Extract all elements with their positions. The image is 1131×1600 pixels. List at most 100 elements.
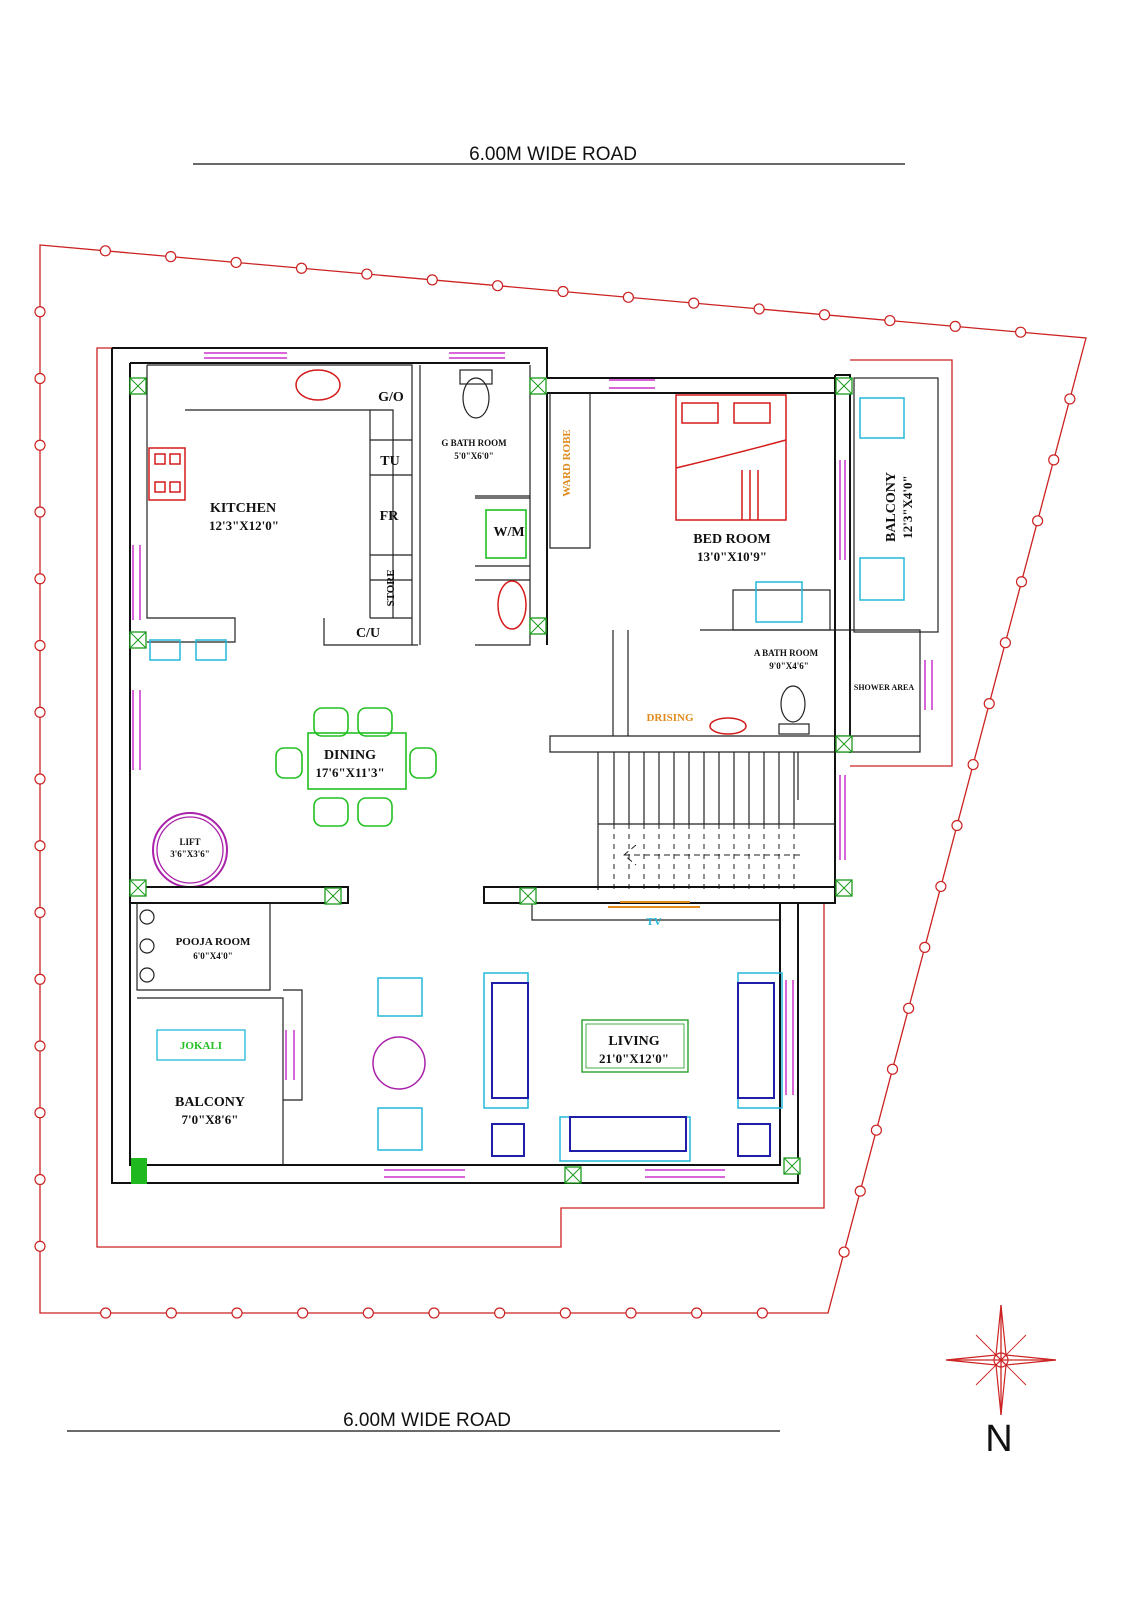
- boundary-peg: [362, 1307, 374, 1319]
- fr-label: FR: [380, 509, 400, 524]
- pooja-label: POOJA ROOM: [176, 936, 251, 948]
- boundary-peg: [34, 506, 46, 518]
- staircase: [597, 752, 835, 890]
- boundary-peg: [756, 1307, 768, 1319]
- boundary-peg: [99, 245, 111, 257]
- column-marker: [129, 631, 147, 649]
- dining-chair-icon: [275, 747, 303, 779]
- sink-icon: [295, 369, 341, 401]
- wm-label: W/M: [493, 525, 524, 540]
- boundary-pegs: [34, 245, 1076, 1319]
- boundary-peg: [1015, 326, 1027, 338]
- tv-icon: [608, 901, 700, 908]
- boundary-peg: [818, 309, 831, 321]
- bedroom-label: BED ROOM: [693, 532, 770, 547]
- coffee-table-icon: [372, 1036, 426, 1090]
- partition-wall: [130, 886, 836, 904]
- dining-table: [275, 707, 437, 827]
- column-marker: [529, 617, 547, 635]
- balcony-left: [137, 989, 303, 1165]
- sofa-right-icon: [737, 972, 783, 1109]
- bar-stools-icon: [149, 639, 227, 661]
- drising-label: DRISING: [646, 712, 694, 724]
- column-marker: [529, 377, 547, 395]
- shower-label: SHOWER AREA: [854, 683, 914, 692]
- corner-column-filled: [131, 1158, 147, 1184]
- boundary-peg: [999, 637, 1011, 649]
- dining-chair-icon: [313, 707, 349, 737]
- boundary-peg: [34, 973, 46, 985]
- boundary-peg: [884, 314, 896, 327]
- jokali-label: JOKALI: [180, 1040, 222, 1052]
- wardrobe-label: WARD ROBE: [561, 429, 573, 497]
- column-marker: [324, 887, 342, 905]
- setback-line-right: [850, 359, 953, 767]
- boundary-peg: [559, 1307, 571, 1319]
- structural-columns: [129, 377, 853, 1184]
- pooja-room: [136, 902, 280, 991]
- boundary-peg: [295, 262, 308, 274]
- dining-chair-icon: [357, 707, 393, 737]
- north-label: N: [985, 1418, 1012, 1460]
- boundary-peg: [34, 1107, 46, 1119]
- column-marker: [564, 1166, 582, 1184]
- boundary-peg: [983, 698, 995, 710]
- stair-direction-arrow: [623, 844, 800, 866]
- setback-line-left: [96, 347, 825, 1248]
- boundary-peg: [34, 773, 46, 785]
- living-label: LIVING: [608, 1034, 659, 1049]
- boundary-peg: [838, 1246, 850, 1258]
- boundary-peg: [34, 906, 46, 919]
- pooja-size: 6'0"X4'0": [193, 951, 233, 961]
- toilet-icon: [462, 377, 490, 419]
- column-marker: [129, 879, 147, 897]
- stove-icon: [148, 447, 186, 501]
- dining-size: 17'6"X11'3": [315, 765, 384, 780]
- washbasin-icon: [709, 717, 747, 735]
- lift-label: LIFT: [179, 837, 200, 847]
- boundary-peg: [34, 439, 46, 451]
- plot-boundary: [39, 244, 1087, 1314]
- road-label-top: 6.00M WIDE ROAD: [469, 144, 637, 165]
- sofa-bottom-icon: [559, 1116, 691, 1162]
- bathtub-icon: [497, 580, 527, 630]
- abath-label: A BATH ROOM: [754, 648, 819, 658]
- tu-label: TU: [380, 454, 399, 469]
- boundary-peg: [1032, 515, 1044, 527]
- boundary-peg: [34, 306, 46, 318]
- dining-chair-icon: [313, 797, 349, 827]
- boundary-peg: [230, 256, 242, 269]
- boundary-peg: [34, 1040, 46, 1052]
- side-table-icon: [491, 1123, 525, 1157]
- chair-icon: [755, 581, 803, 623]
- exterior-walls: [111, 347, 851, 1184]
- boundary-peg: [903, 1002, 915, 1014]
- boundary-peg: [34, 372, 46, 385]
- column-marker: [783, 1157, 801, 1175]
- balcony-left-label: BALCONY: [175, 1095, 245, 1110]
- balcony-left-size: 7'0"X8'6": [181, 1112, 238, 1127]
- boundary-peg: [428, 1307, 440, 1319]
- boundary-peg: [854, 1185, 866, 1197]
- boundary-peg: [935, 880, 947, 893]
- boundary-peg: [165, 251, 177, 263]
- boundary-peg: [557, 285, 569, 298]
- store-label: STORE: [385, 569, 397, 606]
- boundary-peg: [1048, 454, 1060, 466]
- boundary-peg: [100, 1307, 112, 1319]
- boundary-peg: [34, 840, 46, 852]
- column-marker: [519, 887, 537, 905]
- lift-size: 3'6"X3'6": [170, 849, 210, 859]
- boundary-peg: [231, 1307, 243, 1319]
- windows: [132, 352, 933, 1178]
- road-label-bottom: 6.00M WIDE ROAD: [343, 1410, 511, 1431]
- gbath-label: G BATH ROOM: [441, 438, 507, 448]
- boundary-peg: [1015, 576, 1028, 588]
- boundary-peg: [870, 1124, 882, 1136]
- boundary-peg: [34, 1173, 46, 1186]
- north-compass-icon: [945, 1304, 1057, 1416]
- boundary-peg: [967, 758, 979, 771]
- balcony-right: [853, 377, 939, 633]
- dining-chair-icon: [357, 797, 393, 827]
